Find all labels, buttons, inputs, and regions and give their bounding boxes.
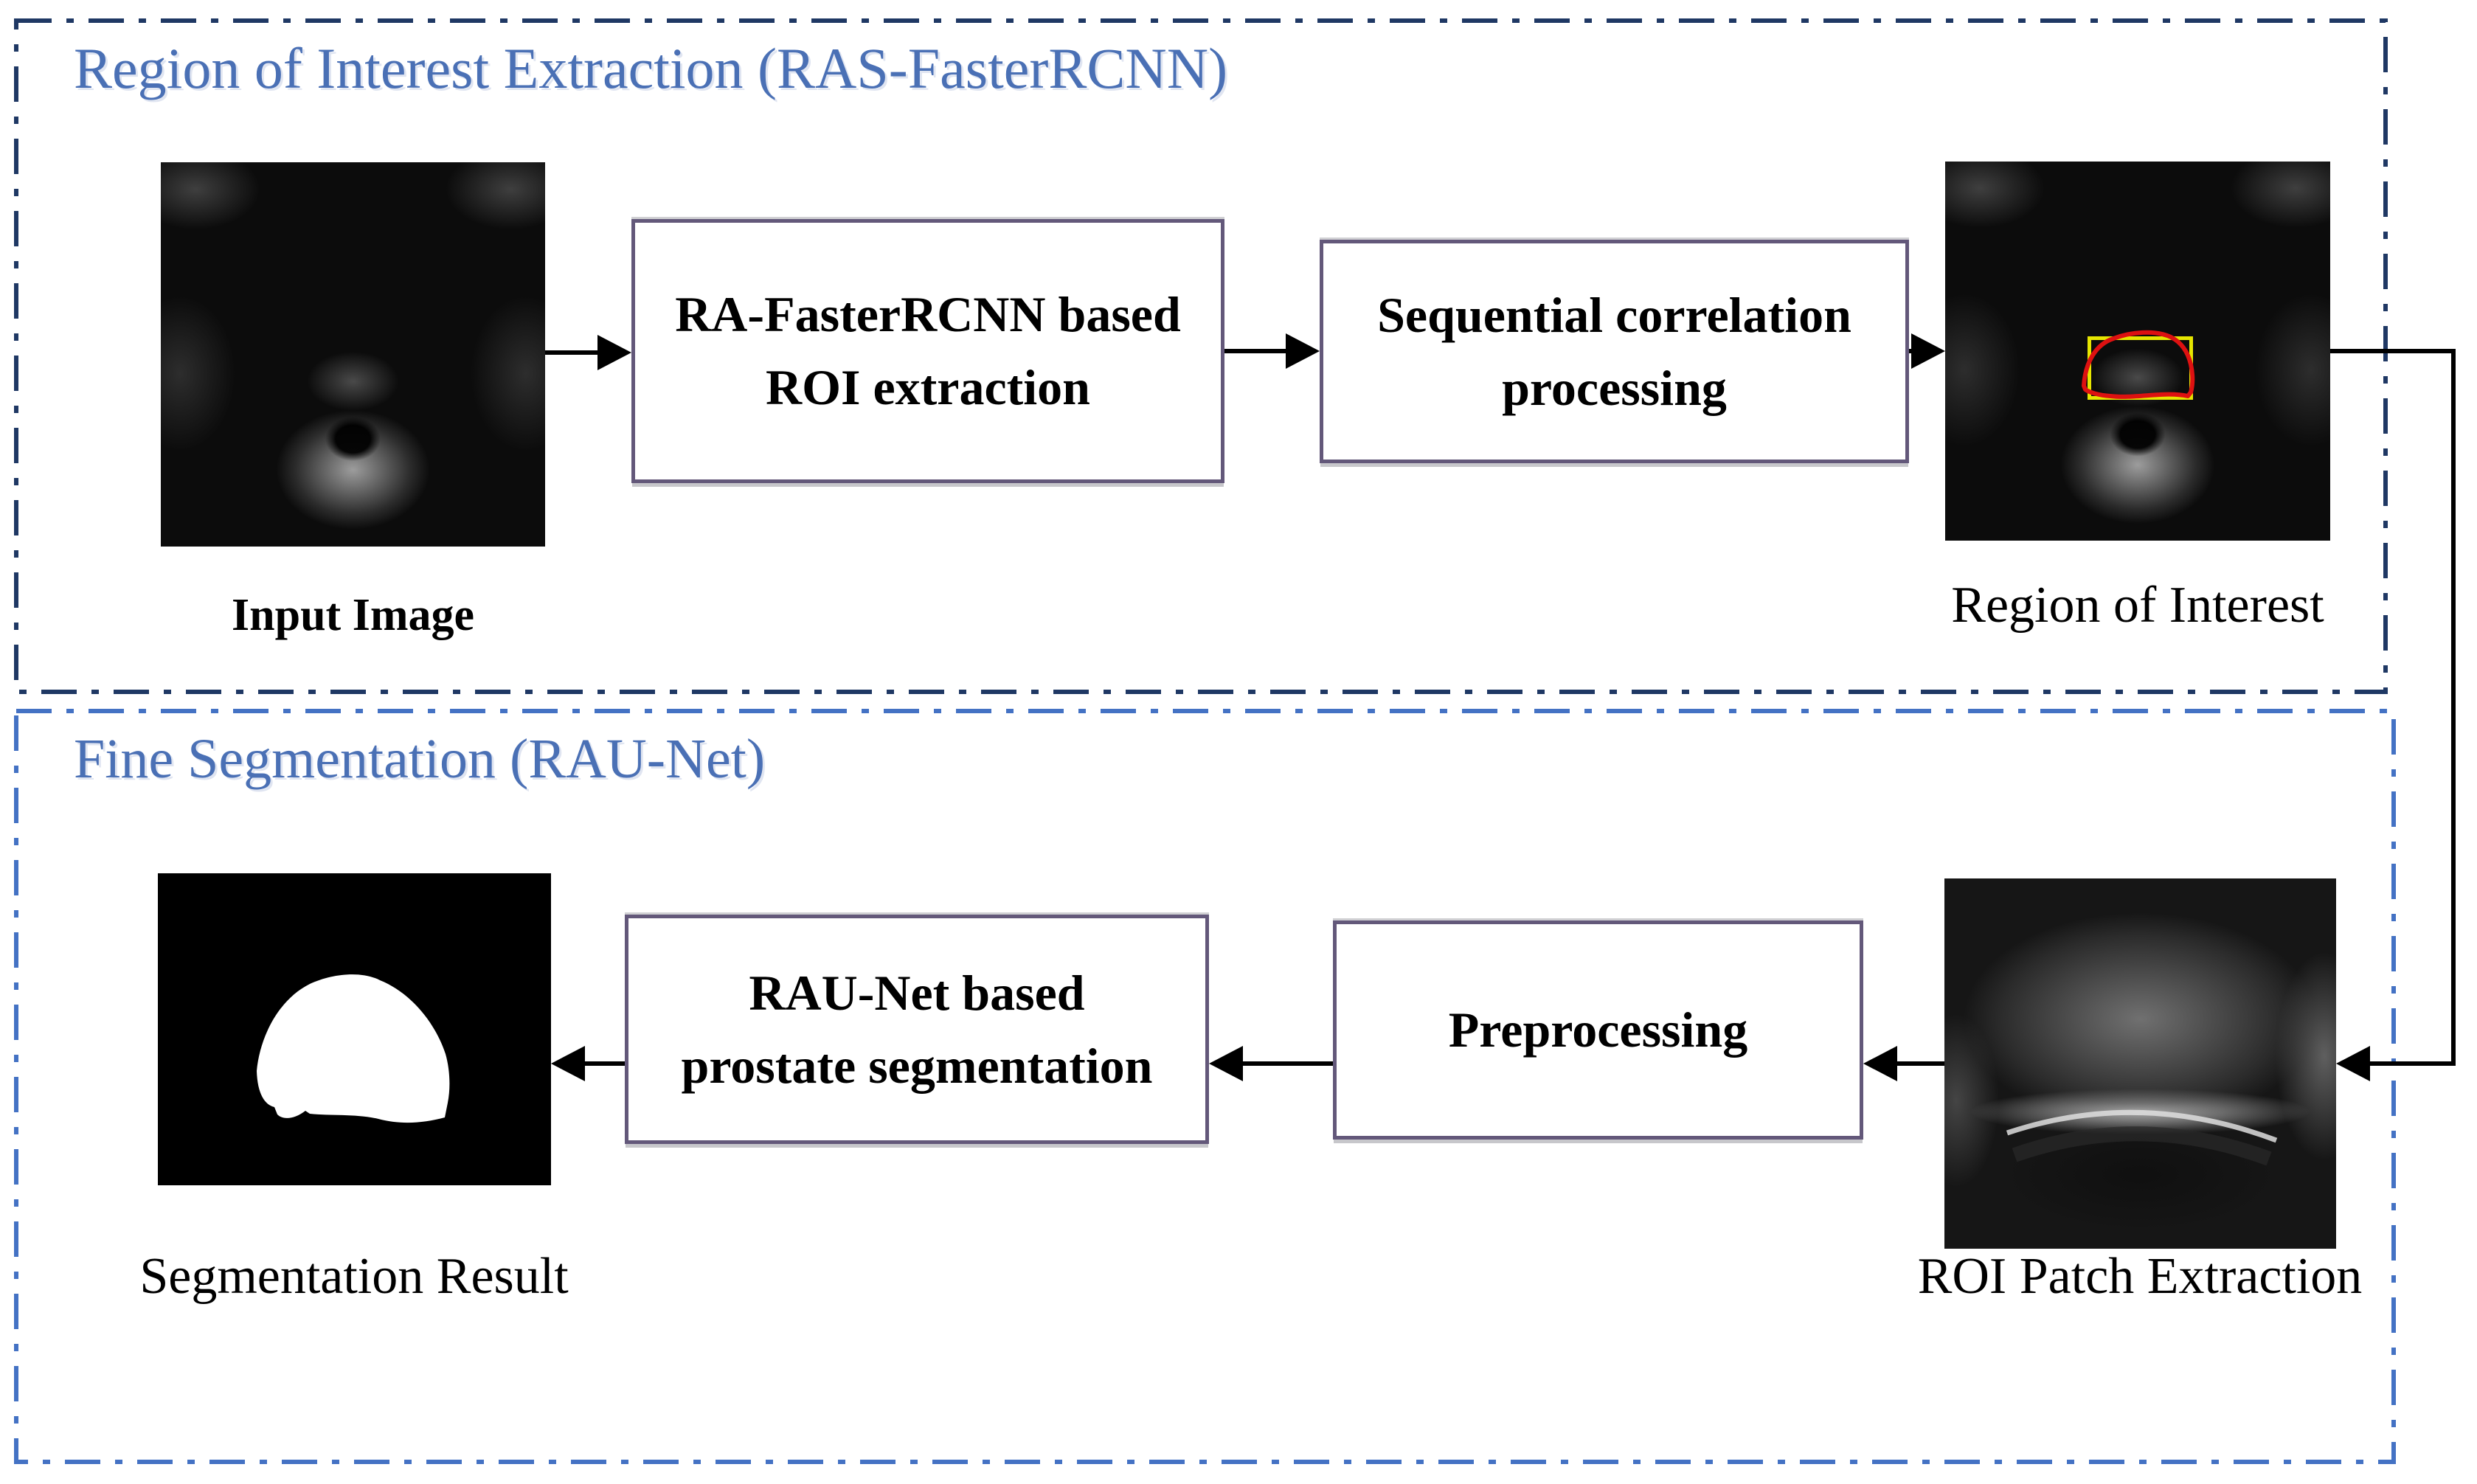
arrow-patch-to-preprocessing — [1863, 1046, 1944, 1081]
patch-mri-image — [1944, 878, 2336, 1249]
arrow-preprocessing-to-raunet — [1209, 1046, 1333, 1081]
section2-frame — [14, 709, 2396, 1464]
roi-extraction-box: RA-FasterRCNN based ROI extraction — [631, 219, 1224, 483]
patch-label: ROI Patch Extraction — [1917, 1248, 2363, 1305]
roi-label: Region of Interest — [1951, 577, 2324, 634]
result-label: Segmentation Result — [139, 1248, 569, 1305]
arrow-input-to-roi-extraction — [545, 335, 631, 370]
arrow-roi-extraction-to-sequential — [1224, 333, 1320, 369]
raunet-box-line2: prostate segmentation — [681, 1037, 1153, 1094]
roi-extraction-box-line2: ROI extraction — [765, 359, 1090, 415]
arrow-sequential-to-roi-image — [1909, 333, 1945, 369]
roi-extraction-box-line1: RA-FasterRCNN based — [675, 286, 1181, 343]
segmentation-mask-image — [158, 873, 551, 1185]
sequential-processing-box: Sequential correlation processing — [1320, 240, 1909, 463]
input-image-label: Input Image — [231, 590, 474, 640]
sequential-processing-box-line1: Sequential correlation — [1377, 286, 1851, 343]
segmentation-blob — [257, 974, 450, 1123]
section1-title: Region of Interest Extraction (RAS-Faste… — [74, 36, 1228, 100]
raunet-box: RAU-Net based prostate segmentation — [625, 915, 1209, 1144]
sequential-processing-box-line2: processing — [1502, 359, 1727, 416]
section1-frame — [14, 18, 2388, 694]
roi-contour — [2082, 330, 2195, 399]
preprocessing-box-line1: Preprocessing — [1448, 1002, 1748, 1058]
patch-bright-band — [2006, 1109, 2278, 1166]
connector-roi-to-patch — [2330, 349, 2456, 1081]
input-mri-image — [161, 162, 545, 547]
arrow-raunet-to-result — [551, 1046, 625, 1081]
section2-title: Fine Segmentation (RAU-Net) — [74, 728, 766, 790]
preprocessing-box: Preprocessing — [1333, 920, 1863, 1140]
roi-mri-image — [1945, 162, 2330, 541]
raunet-box-line1: RAU-Net based — [749, 964, 1085, 1021]
